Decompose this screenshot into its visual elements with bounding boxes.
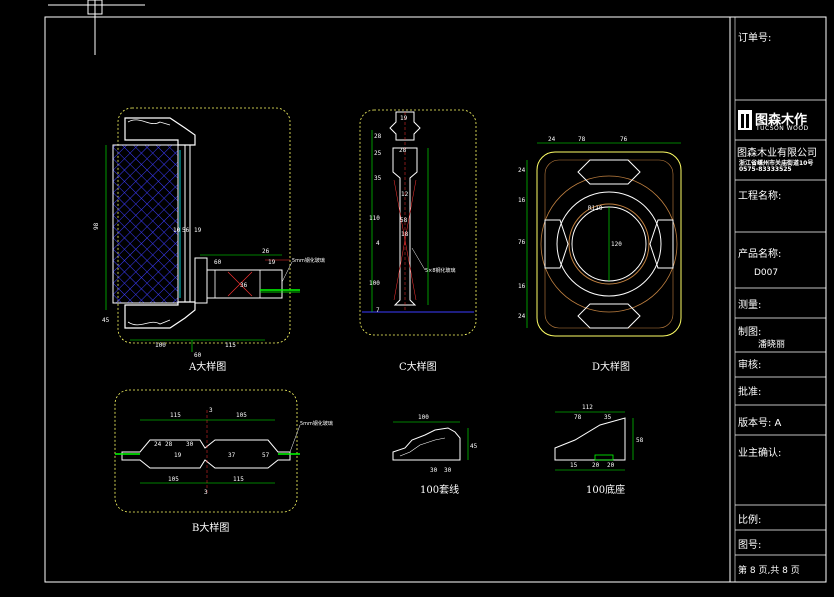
view-a <box>105 107 300 352</box>
dim-a-mid1: 10 <box>173 227 181 234</box>
project-name-label: 工程名称: <box>738 191 782 202</box>
dim-b-v2: 28 <box>165 441 173 448</box>
survey-label: 测量: <box>738 300 762 311</box>
view-d <box>526 142 682 337</box>
drawing-no-label: 图号: <box>738 540 762 551</box>
approve-label: 批准: <box>738 387 762 398</box>
scale-label: 比例: <box>738 515 762 526</box>
dim-a-r3: 36 <box>240 282 248 289</box>
dim-d-t2: 78 <box>578 136 586 143</box>
order-no-label: 订单号: <box>738 33 772 44</box>
view-c <box>359 109 477 336</box>
dim-a-h1: 45 <box>102 317 110 324</box>
dim-base-t1: 78 <box>574 414 582 421</box>
product-code: D007 <box>754 268 779 278</box>
title-block-grid <box>735 99 826 556</box>
crosshair-cursor <box>48 0 145 55</box>
drawing-frame <box>44 16 827 583</box>
dim-d-r: R110 <box>588 205 603 212</box>
dim-c-7: 7 <box>376 307 380 314</box>
review-label: 审核: <box>738 360 762 371</box>
dim-d-l4: 16 <box>518 283 526 290</box>
caption-base: 100底座 <box>586 485 626 496</box>
dim-base-b1: 15 <box>570 462 578 469</box>
dim-d-t1: 24 <box>548 136 556 143</box>
dim-a-r1: 26 <box>262 248 270 255</box>
dimension-labels: 98 45 100 115 60 10 56 19 26 19 36 60 11… <box>93 115 644 496</box>
dim-d-l3: 76 <box>518 239 526 246</box>
dim-c-5: 4 <box>376 240 380 247</box>
logo-mark-icon <box>738 110 752 130</box>
dim-c-4: 110 <box>369 215 380 222</box>
caption-trim: 100套线 <box>420 485 460 496</box>
dim-a-bottom1: 100 <box>155 342 166 349</box>
dim-d-l2: 16 <box>518 197 526 204</box>
view-b <box>114 389 300 513</box>
dim-c-10: 12 <box>401 191 409 198</box>
dim-a-left: 98 <box>93 222 100 230</box>
dim-c-3: 35 <box>374 175 382 182</box>
dim-a-r4: 60 <box>214 259 222 266</box>
note-screw-c: 5×8钢化玻璃 <box>425 267 456 274</box>
caption-view-a: A大样图 <box>189 362 227 373</box>
dim-b-v4: 30 <box>186 441 194 448</box>
drawn-by-name: 潘晓丽 <box>758 340 786 350</box>
dim-trim-b2: 30 <box>444 467 452 474</box>
dim-b-top1: 115 <box>170 412 181 419</box>
dim-c-11: 58 <box>400 217 408 224</box>
dim-d-l5: 24 <box>518 313 526 320</box>
dim-b-v5: 37 <box>228 452 236 459</box>
dim-c-6: 100 <box>369 280 380 287</box>
dim-c-1: 28 <box>374 133 382 140</box>
view-base <box>554 411 634 471</box>
dim-a-mid2: 56 <box>182 227 190 234</box>
version-label: 版本号: A <box>738 418 782 429</box>
dim-base-b3: 20 <box>607 462 615 469</box>
dim-trim-w: 100 <box>418 414 429 421</box>
caption-view-c: C大样图 <box>399 362 437 373</box>
dim-trim-h: 45 <box>470 443 478 450</box>
note-glass-b: 5mm钢化玻璃 <box>300 420 333 427</box>
dim-b-bot2: 115 <box>233 476 244 483</box>
caption-view-b: B大样图 <box>192 523 230 534</box>
dim-a-bottom2: 115 <box>225 342 236 349</box>
page-indicator: 第 8 页,共 8 页 <box>738 566 800 576</box>
dim-trim-b1: 30 <box>430 467 438 474</box>
company-address: 浙江省嵊州市关庙街道10号 <box>739 160 814 167</box>
dim-b-v3: 19 <box>174 452 182 459</box>
dim-base-t2: 35 <box>604 414 612 421</box>
logo-subtext: TUCSON WOOD <box>756 125 809 132</box>
company-name: 图森木业有限公司 <box>737 148 817 159</box>
annotations: 5mm钢化玻璃 5mm钢化玻璃 5×8钢化玻璃 <box>281 247 456 453</box>
note-glass-a: 5mm钢化玻璃 <box>292 257 325 264</box>
dim-c-8: 19 <box>400 115 408 122</box>
owner-confirm-label: 业主确认: <box>738 448 782 459</box>
dim-base-h: 58 <box>636 437 644 444</box>
caption-view-d: D大样图 <box>592 362 631 373</box>
dim-b-top3: 3 <box>209 407 213 414</box>
dim-c-2: 25 <box>374 150 382 157</box>
dim-b-v6: 57 <box>262 452 270 459</box>
dim-d-t3: 76 <box>620 136 628 143</box>
drawn-by-label: 制图: <box>738 327 762 338</box>
dim-d-c: 120 <box>611 241 622 248</box>
view-trim <box>392 421 469 461</box>
dim-b-top2: 105 <box>236 412 247 419</box>
logo-text: 图森木作 <box>755 113 808 128</box>
dim-a-bottom3: 60 <box>194 352 202 359</box>
dim-c-9: 28 <box>399 147 407 154</box>
company-phone: 0575-83333525 <box>739 166 792 173</box>
dim-b-v1: 24 <box>154 441 162 448</box>
dim-b-bot3: 3 <box>204 489 208 496</box>
dim-a-mid3: 19 <box>194 227 202 234</box>
dim-base-b2: 20 <box>592 462 600 469</box>
dim-a-r2: 19 <box>268 259 276 266</box>
dim-b-bot1: 105 <box>168 476 179 483</box>
dim-c-12: 18 <box>401 231 409 238</box>
dim-d-l1: 24 <box>518 167 526 174</box>
dim-base-w: 112 <box>582 404 593 411</box>
product-name-label: 产品名称: <box>738 249 782 260</box>
